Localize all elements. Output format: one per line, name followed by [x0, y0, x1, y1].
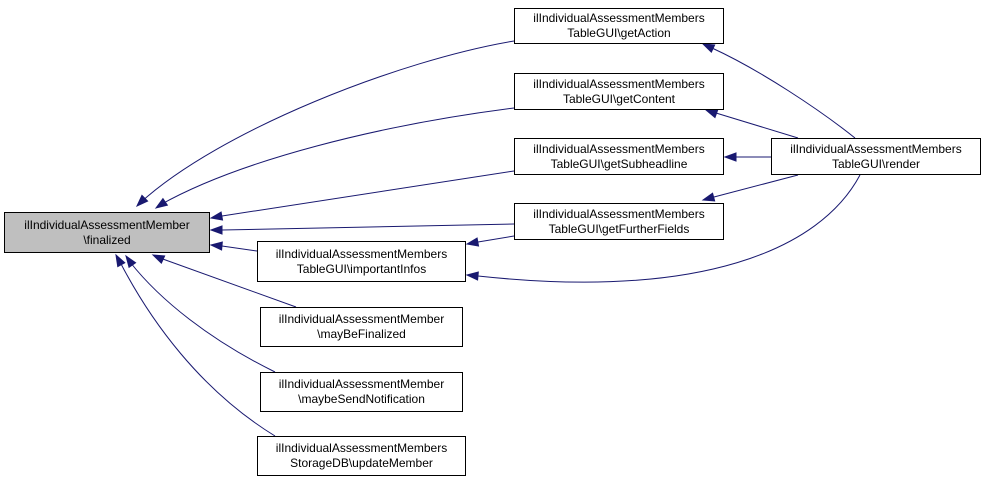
edge-render-to-importantInfos	[477, 174, 861, 283]
arrowhead-updateMember-to-finalized	[115, 253, 126, 268]
arrowhead-render-to-getContent	[704, 109, 719, 119]
arrowhead-getFurtherFields-to-finalized	[209, 225, 223, 235]
arrowhead-getFurtherFields-to-importantInfos	[465, 237, 480, 247]
node-finalized-line1: ilIndividualAssessmentMember	[24, 217, 190, 232]
edge-getFurtherFields-to-importantInfos	[477, 235, 515, 243]
edge-updateMember-to-finalized	[119, 261, 276, 437]
node-may-be-finalized-line1: ilIndividualAssessmentMember	[278, 312, 445, 326]
node-finalized: ilIndividualAssessmentMember \finalized	[4, 212, 210, 253]
node-important-infos-line2: TableGUI\importantInfos	[296, 261, 427, 276]
arrowhead-maybeSendNotification-to-finalized	[125, 254, 137, 269]
arrowhead-getSubheadline-to-finalized	[209, 211, 224, 221]
node-maybe-send-notification-line1: ilIndividualAssessmentMember	[278, 377, 445, 391]
edge-getContent-to-finalized	[159, 107, 515, 206]
node-get-content-line1: ilIndividualAssessmentMembers	[533, 76, 705, 91]
edge-maybeSendNotification-to-finalized	[129, 261, 276, 373]
node-get-further-fields-line1: ilIndividualAssessmentMembers	[533, 206, 705, 221]
edge-getAction-to-finalized	[139, 40, 515, 204]
edge-render-to-getFurtherFields	[713, 174, 799, 198]
arrowhead-render-to-getFurtherFields	[701, 192, 716, 202]
node-may-be-finalized-line2: \mayBeFinalized	[317, 327, 406, 341]
node-finalized-line2: \finalized	[83, 232, 131, 247]
node-get-subheadline-line1: ilIndividualAssessmentMembers	[533, 141, 705, 156]
node-maybe-send-notification[interactable]: ilIndividualAssessmentMember \maybeSendN…	[260, 372, 463, 412]
node-get-further-fields-line2: TableGUI\getFurtherFields	[548, 221, 690, 236]
arrowhead-importantInfos-to-finalized	[209, 241, 223, 251]
node-get-action-line1: ilIndividualAssessmentMembers	[533, 11, 705, 25]
edge-render-to-getAction	[711, 47, 856, 139]
edge-mayBeFinalized-to-finalized	[159, 257, 297, 308]
edge-getSubheadline-to-finalized	[221, 170, 515, 217]
node-update-member-line1: ilIndividualAssessmentMembers	[275, 441, 448, 455]
node-update-member-line2: StorageDB\updateMember	[290, 456, 433, 470]
node-render[interactable]: ilIndividualAssessmentMembers TableGUI\r…	[771, 138, 981, 175]
node-get-content[interactable]: ilIndividualAssessmentMembers TableGUI\g…	[514, 73, 724, 110]
arrowhead-getAction-to-finalized	[135, 194, 149, 208]
edge-render-to-getContent	[715, 112, 799, 139]
node-render-line2: TableGUI\render	[831, 156, 921, 171]
node-may-be-finalized[interactable]: ilIndividualAssessmentMember \mayBeFinal…	[260, 307, 463, 347]
edge-importantInfos-to-finalized	[221, 245, 258, 252]
node-important-infos-line1: ilIndividualAssessmentMembers	[275, 246, 448, 261]
node-get-subheadline-line2: TableGUI\getSubheadline	[550, 156, 688, 171]
node-maybe-send-notification-line2: \maybeSendNotification	[298, 392, 425, 406]
arrowhead-render-to-getSubheadline	[723, 152, 737, 162]
node-render-line1: ilIndividualAssessmentMembers	[790, 141, 962, 156]
node-get-content-line2: TableGUI\getContent	[562, 91, 676, 106]
node-get-action-line2: TableGUI\getAction	[567, 26, 671, 40]
arrowhead-render-to-importantInfos	[465, 271, 479, 281]
node-get-subheadline[interactable]: ilIndividualAssessmentMembers TableGUI\g…	[514, 138, 724, 175]
arrowhead-getContent-to-finalized	[154, 197, 169, 209]
node-important-infos[interactable]: ilIndividualAssessmentMembers TableGUI\i…	[257, 241, 466, 282]
node-get-action[interactable]: ilIndividualAssessmentMembers TableGUI\g…	[514, 8, 724, 44]
node-get-further-fields[interactable]: ilIndividualAssessmentMembers TableGUI\g…	[514, 203, 724, 240]
arrowhead-render-to-getAction	[701, 43, 716, 54]
edge-getFurtherFields-to-finalized	[221, 223, 515, 231]
arrowhead-mayBeFinalized-to-finalized	[151, 254, 166, 265]
node-update-member[interactable]: ilIndividualAssessmentMembers StorageDB\…	[257, 436, 466, 476]
